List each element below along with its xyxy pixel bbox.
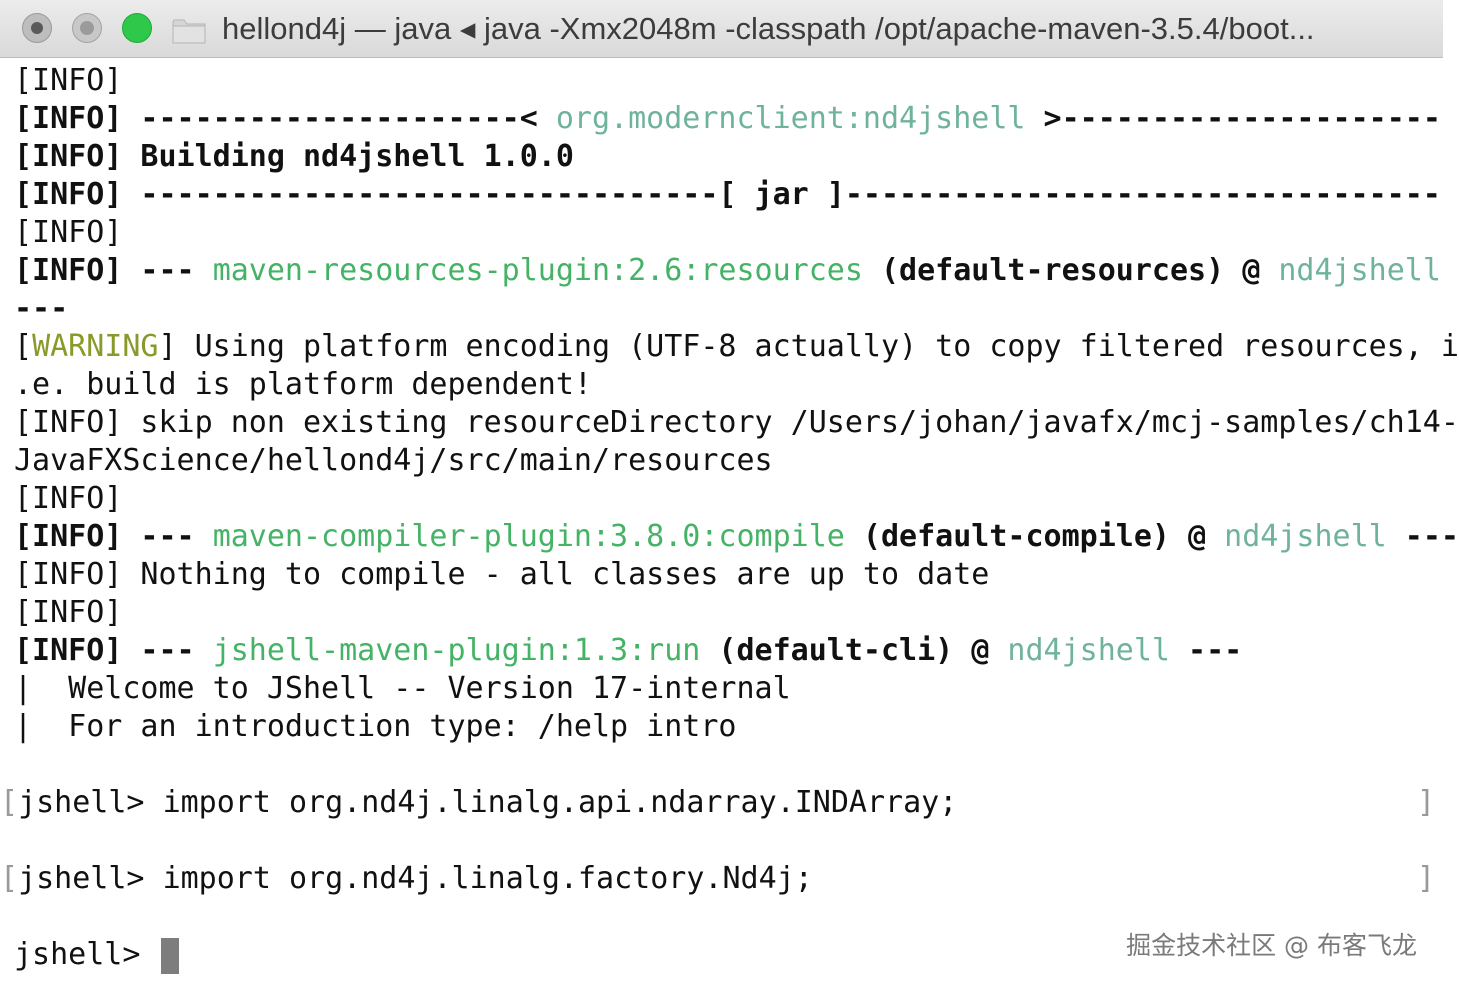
artifact-id: nd4jshell [1007, 633, 1170, 668]
artifact-id: nd4jshell [1224, 519, 1387, 554]
terminal-text: [INFO] [14, 139, 123, 174]
mark-bracket: ] [1416, 861, 1435, 896]
terminal-line: [INFO] [14, 214, 1439, 252]
terminal-line: [INFO] ---------------------< org.modern… [14, 100, 1441, 138]
terminal-line: [INFO] [14, 480, 1439, 518]
minimize-icon[interactable] [72, 13, 102, 43]
terminal-text: (default-compile) @ [844, 519, 1225, 554]
terminal-text: [INFO] [14, 63, 123, 98]
jshell-prompt: jshell> [18, 861, 163, 896]
terminal-text: .e. build is platform dependent! [14, 367, 592, 402]
terminal-output[interactable]: [INFO] [INFO] ---------------------< org… [0, 62, 1459, 977]
terminal-text: [ [14, 329, 33, 364]
terminal-text: --- [1169, 633, 1243, 668]
terminal-line: .e. build is platform dependent! [14, 366, 1439, 404]
plugin-name: jshell-maven-plugin:1.3:run [212, 633, 701, 668]
terminal-line: [INFO] --- maven-compiler-plugin:3.8.0:c… [14, 518, 1459, 556]
terminal-text: | For an introduction type: /help intro [14, 709, 737, 744]
terminal-line: [INFO] --- maven-resources-plugin:2.6:re… [14, 252, 1441, 290]
artifact-id: org.modernclient:nd4jshell [555, 101, 1026, 136]
watermark: 掘金技术社区 @ 布客飞龙 [1126, 931, 1417, 960]
terminal-text: [INFO] [14, 253, 123, 288]
terminal-text: --- [122, 633, 213, 668]
terminal-text: [INFO] [14, 101, 123, 136]
warning-tag: WARNING [32, 329, 159, 364]
terminal-line: | For an introduction type: /help intro [14, 708, 1439, 746]
terminal-line [14, 746, 1439, 784]
folder-icon [172, 19, 206, 44]
close-icon[interactable] [22, 13, 52, 43]
jshell-command-line: [jshell> import org.nd4j.linalg.factory.… [0, 860, 1439, 898]
terminal-text: [INFO] [14, 405, 123, 440]
artifact-id: nd4jshell [1278, 253, 1441, 288]
title-bar[interactable]: hellond4j — java ◂ java -Xmx2048m -class… [0, 0, 1443, 58]
terminal-line: [INFO] [14, 594, 1439, 632]
jshell-command: import org.nd4j.linalg.api.ndarray.INDAr… [162, 785, 958, 820]
mark-bracket: ] [1416, 785, 1435, 820]
terminal-line: JavaFXScience/hellond4j/src/main/resourc… [14, 442, 1439, 480]
jshell-prompt: jshell> [14, 937, 159, 972]
jshell-command-line: [jshell> import org.nd4j.linalg.api.ndar… [0, 784, 1439, 822]
terminal-text: [INFO] [14, 519, 123, 554]
terminal-text: [INFO] [14, 481, 123, 516]
terminal-text: >--------------------- [1025, 101, 1441, 136]
jshell-prompt: jshell> [18, 785, 163, 820]
jshell-command: import org.nd4j.linalg.factory.Nd4j; [162, 861, 813, 896]
terminal-line: [WARNING] Using platform encoding (UTF-8… [14, 328, 1459, 366]
plugin-name: maven-resources-plugin:2.6:resources [212, 253, 863, 288]
terminal-text: (default-cli) @ [700, 633, 1008, 668]
terminal-line: [INFO] skip non existing resourceDirecto… [14, 404, 1459, 442]
terminal-text: [INFO] [14, 215, 123, 250]
terminal-line: | Welcome to JShell -- Version 17-intern… [14, 670, 1439, 708]
terminal-text: --- [1386, 519, 1459, 554]
terminal-line: [INFO] Nothing to compile - all classes … [14, 556, 1439, 594]
text-cursor [160, 937, 179, 974]
zoom-icon[interactable] [122, 13, 152, 43]
terminal-line [14, 822, 1439, 860]
terminal-line: [INFO] Building nd4jshell 1.0.0 [14, 138, 1439, 176]
terminal-text: [INFO] [14, 595, 123, 630]
terminal-text: --- [14, 291, 69, 326]
terminal-text: --- [122, 519, 213, 554]
window-title: hellond4j — java ◂ java -Xmx2048m -class… [222, 11, 1315, 46]
terminal-text: [INFO] [14, 633, 123, 668]
plugin-name: maven-compiler-plugin:3.8.0:compile [212, 519, 845, 554]
terminal-text: ] [158, 329, 177, 364]
terminal-text: --------------------------------[ jar ]-… [122, 177, 1441, 212]
terminal-text: ---------------------< [122, 101, 556, 136]
terminal-text: skip non existing resourceDirectory /Use… [122, 405, 1459, 440]
terminal-text: [INFO] [14, 557, 123, 592]
mark-bracket: [ [0, 861, 19, 896]
terminal-text: [INFO] [14, 177, 123, 212]
terminal-text: | Welcome to JShell -- Version 17-intern… [14, 671, 791, 706]
terminal-text: (default-resources) @ [862, 253, 1279, 288]
terminal-line: [INFO] [14, 62, 1439, 100]
terminal-text: --- [122, 253, 213, 288]
terminal-text: Using platform encoding (UTF-8 actually)… [176, 329, 1459, 364]
jshell-input-line[interactable]: jshell> [14, 936, 1439, 974]
terminal-line: [INFO] --------------------------------[… [14, 176, 1441, 214]
terminal-text: JavaFXScience/hellond4j/src/main/resourc… [14, 443, 773, 478]
terminal-line: --- [14, 290, 1439, 328]
terminal-text: Building nd4jshell 1.0.0 [122, 139, 574, 174]
terminal-text: Nothing to compile - all classes are up … [122, 557, 990, 592]
mark-bracket: [ [0, 785, 19, 820]
terminal-line: [INFO] --- jshell-maven-plugin:1.3:run (… [14, 632, 1439, 670]
